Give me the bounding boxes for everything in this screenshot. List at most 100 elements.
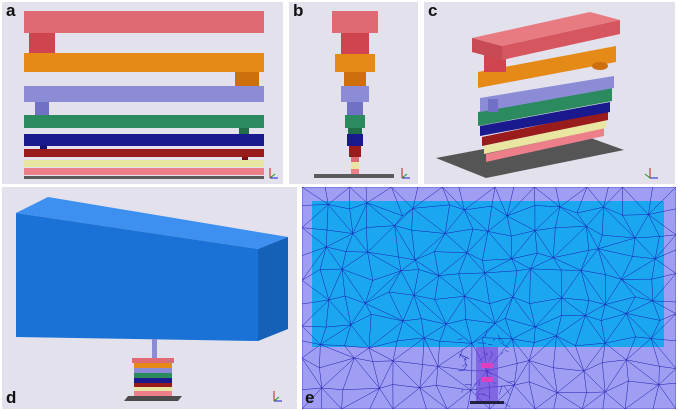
mesh-edge	[321, 387, 342, 409]
mesh-edge	[345, 251, 368, 253]
mesh-edge	[326, 324, 351, 328]
mesh-edge	[421, 318, 425, 338]
mesh-edge	[392, 387, 420, 409]
mesh-edge	[302, 357, 320, 369]
block-top-face	[16, 197, 288, 249]
layer-cream-block	[351, 162, 359, 169]
mesh-edge	[444, 209, 465, 234]
layer-darkred-slab	[482, 111, 608, 146]
mesh-edge	[345, 233, 354, 252]
mesh-edge	[514, 381, 530, 386]
mesh-edge	[328, 299, 352, 325]
mesh-edge	[528, 335, 557, 361]
mesh-edge	[302, 299, 330, 327]
mesh-edge	[604, 380, 629, 393]
mesh-edge	[598, 248, 622, 280]
mesh-edge	[552, 227, 556, 258]
mesh-edge	[622, 214, 649, 216]
mesh-edge	[659, 313, 676, 321]
mesh-edge	[419, 387, 448, 409]
mesh-edge	[434, 251, 468, 254]
mesh-edge	[400, 269, 419, 272]
layer-lavender-block	[341, 86, 369, 102]
mesh-edge	[482, 260, 485, 273]
mesh-edge	[535, 392, 558, 409]
mesh-edge	[622, 215, 636, 239]
mesh-edge	[624, 384, 659, 409]
mesh-edge	[302, 340, 321, 345]
darkred-pillar	[242, 157, 248, 160]
mesh-edge	[511, 230, 536, 259]
mesh-edge	[561, 297, 590, 301]
axis-triad-icon	[644, 168, 658, 179]
mesh-edge	[394, 225, 412, 231]
mesh-edge	[319, 246, 327, 270]
finite-element-mesh	[302, 187, 676, 409]
mesh-edge	[341, 388, 380, 409]
mesh-edge	[511, 258, 531, 270]
mesh-edge	[604, 391, 626, 409]
mesh-edge	[575, 342, 606, 347]
layer-darkred-block	[349, 146, 361, 157]
mesh-edge	[327, 204, 354, 234]
mesh-edge	[585, 304, 606, 316]
mesh-edge	[499, 385, 503, 395]
mesh-edge	[528, 381, 536, 409]
mesh-edge	[576, 212, 587, 227]
base-plate	[436, 132, 624, 178]
mesh-edge	[511, 230, 536, 237]
mesh-edge	[561, 270, 582, 299]
layer-pink-beam	[24, 168, 264, 175]
layer-navy-slab	[480, 102, 610, 136]
mesh-edge	[624, 380, 629, 409]
mesh-edge	[302, 227, 328, 231]
orange-pillar	[344, 72, 366, 86]
mesh-edge	[344, 295, 352, 325]
lavender-pillar	[35, 102, 49, 115]
panel-label-e: e	[305, 388, 315, 407]
mesh-edge	[491, 187, 496, 207]
mesh-edge	[419, 385, 437, 388]
mesh-edge	[319, 357, 355, 369]
mesh-edge	[366, 225, 395, 228]
panel-a-front-view: a	[2, 2, 283, 184]
mesh-edge	[484, 329, 488, 338]
mesh-edge	[365, 291, 389, 304]
mesh-edge	[412, 208, 446, 234]
red-pillar	[341, 33, 369, 54]
mesh-edge	[400, 270, 415, 296]
mesh-edge	[598, 235, 603, 249]
layer-pink	[134, 391, 172, 396]
layer-navy-beam	[24, 134, 264, 146]
mesh-edge	[530, 257, 554, 270]
mesh-edge	[603, 206, 636, 239]
mesh-edge	[621, 279, 636, 297]
mesh-edge	[326, 246, 343, 270]
mesh-edge	[512, 268, 531, 298]
panel-label-d: d	[6, 388, 17, 407]
mesh-edge	[582, 391, 606, 409]
mesh-edge	[341, 269, 346, 297]
mesh-edge	[458, 348, 464, 359]
mesh-edge	[344, 324, 352, 346]
mesh-edge	[392, 337, 425, 362]
mesh-edge	[585, 315, 606, 344]
mesh-edge	[462, 355, 470, 359]
layer-lavender-slab	[480, 76, 614, 112]
mesh-edge	[366, 187, 392, 204]
mesh-edge	[655, 249, 676, 260]
mesh-edge	[504, 318, 513, 339]
mesh-edge	[402, 320, 425, 339]
block-side-face	[258, 237, 288, 341]
mesh-edge	[497, 334, 505, 344]
mesh-edge	[626, 313, 652, 339]
layer-red-side-face	[502, 20, 620, 60]
lavender-pillar	[488, 99, 498, 112]
stack-highlight-upper	[481, 363, 493, 368]
mesh-edge	[534, 230, 538, 254]
mesh-edge	[320, 326, 327, 345]
mesh-edge	[392, 384, 420, 388]
mesh-edge	[438, 252, 468, 276]
mesh-edge	[494, 296, 514, 324]
mesh-edge	[328, 295, 346, 301]
